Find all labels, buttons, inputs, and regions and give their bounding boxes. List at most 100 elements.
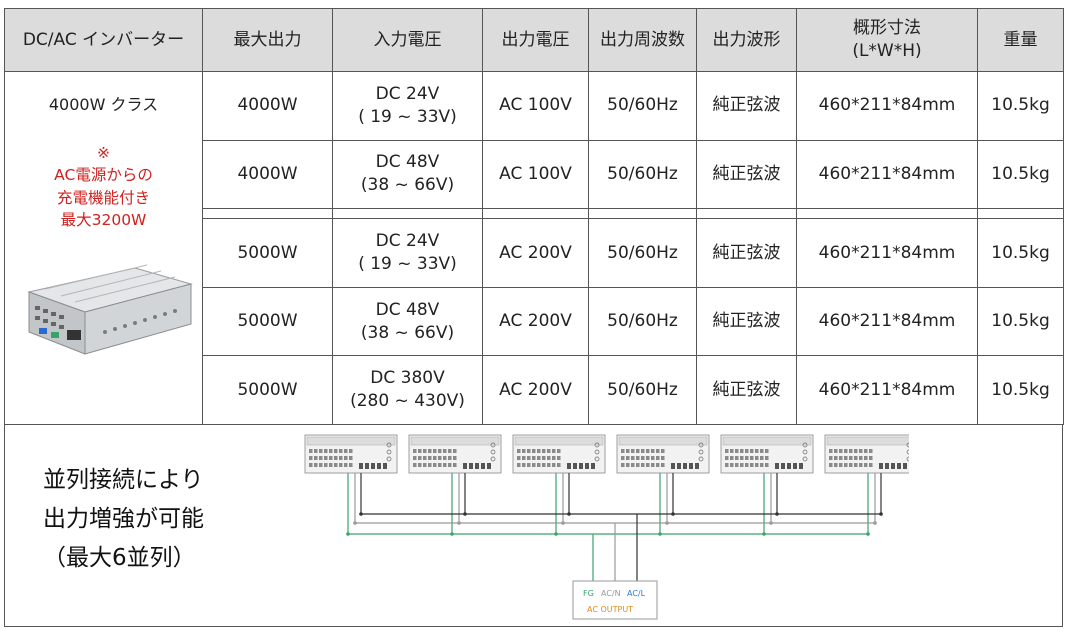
header-dimensions-line1: 概形寸法	[853, 18, 921, 39]
junction-dot	[762, 532, 766, 536]
row4-frequency: 50/60Hz	[588, 286, 697, 357]
junction-dot	[561, 521, 565, 525]
header-output-frequency: 出力周波数	[588, 8, 697, 72]
row5-waveform: 純正弦波	[696, 355, 797, 425]
spec-table: DC/AC インバーター 最大出力 入力電圧 出力電圧 出力周波数 出力波形 概…	[4, 8, 1064, 425]
row4-input-line1: DC 48V	[375, 299, 440, 320]
inverter-unit-icon	[824, 434, 909, 474]
inverter-unit-icon	[304, 434, 398, 474]
row2-weight: 10.5kg	[977, 139, 1064, 210]
row5-output-voltage: AC 200V	[482, 355, 589, 425]
row1-input-line2: ( 19 ~ 33V)	[358, 106, 457, 127]
row4-input-voltage: DC 48V (38 ~ 66V)	[332, 286, 483, 357]
table-row: 5000W DC 24V ( 19 ~ 33V) AC 200V 50/60Hz…	[5, 218, 1064, 288]
row5-weight: 10.5kg	[977, 355, 1064, 425]
junction-dot	[879, 512, 883, 516]
class-label: 4000W クラス	[48, 95, 159, 114]
row3-input-line2: ( 19 ~ 33V)	[358, 254, 457, 275]
junction-dot	[359, 512, 363, 516]
note-line-3: 最大3200W	[60, 211, 147, 229]
row1-weight: 10.5kg	[977, 71, 1064, 141]
junction-dot	[769, 521, 773, 525]
fg-label: FG	[583, 589, 594, 598]
parallel-text: 並列接続により 出力増強が可能 （最大6並列）	[43, 461, 204, 578]
row2-input-line2: (38 ~ 66V)	[360, 175, 455, 196]
row3-input-voltage: DC 24V ( 19 ~ 33V)	[332, 218, 483, 288]
junction-dot	[457, 521, 461, 525]
note-line-2: 充電機能付き	[56, 188, 150, 207]
row2-input-line1: DC 48V	[375, 152, 440, 173]
row3-dimensions: 460*211*84mm	[796, 218, 978, 288]
row2-output-voltage: AC 100V	[482, 139, 589, 210]
row5-dimensions: 460*211*84mm	[796, 355, 978, 425]
row4-max-output: 5000W	[202, 286, 333, 357]
note-line-1: AC電源からの	[54, 166, 153, 185]
junction-dot	[353, 521, 357, 525]
row2-dimensions: 460*211*84mm	[796, 139, 978, 210]
row3-weight: 10.5kg	[977, 218, 1064, 288]
table-row: 5000W DC 48V (38 ~ 66V) AC 200V 50/60Hz …	[5, 286, 1064, 357]
inverter-unit-icon	[512, 434, 606, 474]
row2-frequency: 50/60Hz	[588, 139, 697, 210]
row1-dimensions: 460*211*84mm	[796, 71, 978, 141]
parallel-connection-diagram: FG AC/N AC/L AC OUTPUT	[304, 434, 909, 620]
ac-output-terminal-box	[572, 580, 658, 620]
inverter-unit-icon	[616, 434, 710, 474]
junction-dot	[554, 532, 558, 536]
row4-dimensions: 460*211*84mm	[796, 286, 978, 357]
junction-dot	[866, 532, 870, 536]
acn-label: AC/N	[601, 589, 621, 598]
row1-max-output: 4000W	[202, 71, 333, 141]
header-input-voltage: 入力電圧	[332, 8, 483, 72]
table-row: 4000W DC 48V (38 ~ 66V) AC 100V 50/60Hz …	[5, 139, 1064, 210]
junction-dot	[567, 512, 571, 516]
junction-dot	[450, 532, 454, 536]
table-row: 5000W DC 380V (280 ~ 430V) AC 200V 50/60…	[5, 355, 1064, 425]
row5-max-output: 5000W	[202, 355, 333, 425]
row3-max-output: 5000W	[202, 218, 333, 288]
class-cell: 4000W クラス ※ AC電源からの 充電機能付き 最大3200W	[4, 71, 203, 425]
table-spacer-row	[5, 208, 1064, 220]
row3-frequency: 50/60Hz	[588, 218, 697, 288]
junction-dot	[775, 512, 779, 516]
row3-input-line1: DC 24V	[375, 231, 440, 252]
parallel-section: 並列接続により 出力増強が可能 （最大6並列） FG AC/N AC/L AC …	[4, 425, 1063, 627]
junction-dot	[463, 512, 467, 516]
inverter-unit-icon	[720, 434, 814, 474]
junction-dot	[665, 521, 669, 525]
junction-dot	[873, 521, 877, 525]
row1-output-voltage: AC 100V	[482, 71, 589, 141]
row1-waveform: 純正弦波	[696, 71, 797, 141]
header-max-output: 最大出力	[202, 8, 333, 72]
row3-output-voltage: AC 200V	[482, 218, 589, 288]
header-dimensions-line2: (L*W*H)	[852, 41, 922, 61]
ac-output-label: AC OUTPUT	[587, 605, 633, 614]
parallel-line-1: 並列接続により	[43, 467, 204, 493]
row5-frequency: 50/60Hz	[588, 355, 697, 425]
header-output-voltage: 出力電圧	[482, 8, 589, 72]
acl-label: AC/L	[627, 589, 646, 598]
row2-waveform: 純正弦波	[696, 139, 797, 210]
row5-input-line1: DC 380V	[370, 368, 445, 389]
row2-max-output: 4000W	[202, 139, 333, 210]
row3-waveform: 純正弦波	[696, 218, 797, 288]
note-mark: ※	[97, 143, 110, 162]
row4-output-voltage: AC 200V	[482, 286, 589, 357]
parallel-line-3: （最大6並列）	[43, 545, 196, 571]
header-dimensions: 概形寸法 (L*W*H)	[796, 8, 978, 72]
inverter-unit-icon	[408, 434, 502, 474]
parallel-line-2: 出力増強が可能	[43, 506, 204, 532]
row5-input-voltage: DC 380V (280 ~ 430V)	[332, 355, 483, 425]
header-row: DC/AC インバーター 最大出力 入力電圧 出力電圧 出力周波数 出力波形 概…	[4, 8, 1064, 72]
row5-input-line2: (280 ~ 430V)	[350, 391, 465, 412]
row4-waveform: 純正弦波	[696, 286, 797, 357]
header-inverter: DC/AC インバーター	[4, 8, 203, 72]
table-row: 4000W クラス ※ AC電源からの 充電機能付き 最大3200W	[4, 71, 1064, 425]
header-weight: 重量	[977, 8, 1064, 72]
row1-frequency: 50/60Hz	[588, 71, 697, 141]
junction-dot	[658, 532, 662, 536]
row1-input-line1: DC 24V	[375, 83, 440, 104]
header-output-waveform: 出力波形	[696, 8, 797, 72]
row4-input-line2: (38 ~ 66V)	[360, 322, 455, 343]
row1-input-voltage: DC 24V ( 19 ~ 33V)	[332, 71, 483, 141]
